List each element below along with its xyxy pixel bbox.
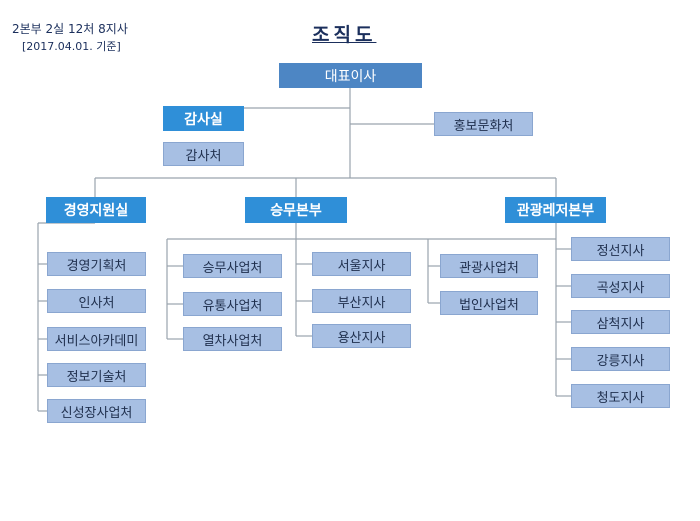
tourism-division-box: 관광레저본부	[505, 197, 606, 223]
ops-division-box: 승무본부	[245, 197, 347, 223]
dept-box: 서비스아카데미	[47, 327, 146, 351]
branch-box: 부산지사	[312, 289, 411, 313]
audit-dept-box: 감사처	[163, 142, 244, 166]
dept-box: 열차사업처	[183, 327, 282, 351]
audit-office-box: 감사실	[163, 106, 244, 131]
dept-box: 승무사업처	[183, 254, 282, 278]
branch-box: 용산지사	[312, 324, 411, 348]
page-title: 조직도	[312, 24, 377, 46]
branch-box: 청도지사	[571, 384, 670, 408]
branch-box: 강릉지사	[571, 347, 670, 371]
dept-box: 경영기획처	[47, 252, 146, 276]
dept-box: 정보기술처	[47, 363, 146, 387]
reference-date: [2017.04.01. 기준]	[22, 40, 121, 53]
branch-box: 삼척지사	[571, 310, 670, 334]
org-summary: 2본부 2실 12처 8지사	[12, 22, 128, 36]
dept-box: 법인사업처	[440, 291, 538, 315]
dept-box: 인사처	[47, 289, 146, 313]
mgmt-division-box: 경영지원실	[46, 197, 146, 223]
pr-dept-box: 홍보문화처	[434, 112, 533, 136]
branch-box: 정선지사	[571, 237, 670, 261]
dept-box: 관광사업처	[440, 254, 538, 278]
dept-box: 유통사업처	[183, 292, 282, 316]
dept-box: 신성장사업처	[47, 399, 146, 423]
branch-box: 서울지사	[312, 252, 411, 276]
branch-box: 곡성지사	[571, 274, 670, 298]
ceo-box: 대표이사	[279, 63, 422, 88]
